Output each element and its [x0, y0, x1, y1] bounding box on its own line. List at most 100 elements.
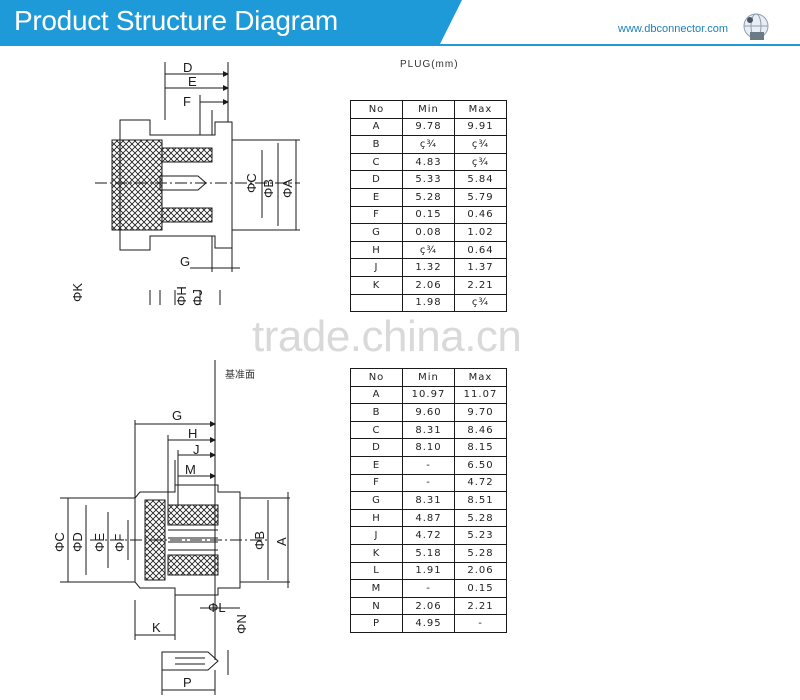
- table-cell: C: [350, 420, 403, 440]
- table-cell: ç¾: [454, 293, 507, 313]
- jack-label-h: H: [188, 426, 197, 441]
- table-cell: 9.60: [402, 403, 455, 422]
- plug-diagram: [95, 62, 300, 305]
- table-cell: F: [350, 473, 403, 493]
- table-cell: 0.15: [454, 579, 507, 598]
- table-cell: 1.37: [454, 258, 507, 277]
- plug-label-phia: ΦA: [280, 179, 295, 198]
- table-cell: 8.15: [454, 438, 507, 457]
- table-cell: C: [350, 152, 403, 172]
- table-cell: 8.10: [402, 438, 455, 457]
- table-cell: 2.06: [402, 596, 455, 616]
- table-cell: 5.23: [454, 526, 507, 545]
- column-header: No: [350, 100, 403, 119]
- table-cell: 2.06: [402, 275, 455, 295]
- table-cell: 0.46: [454, 205, 507, 225]
- table-cell: E: [350, 455, 403, 475]
- table-cell: J: [350, 526, 403, 545]
- table-cell: 4.95: [402, 614, 455, 633]
- table-cell: 5.28: [402, 187, 455, 207]
- table-cell: -: [402, 455, 455, 475]
- column-header: Min: [402, 368, 455, 387]
- table-cell: E: [350, 187, 403, 207]
- jack-label-phic: ΦC: [52, 532, 67, 552]
- table-cell: 2.06: [454, 561, 507, 581]
- plug-label-e: E: [188, 74, 197, 89]
- table-cell: N: [350, 596, 403, 616]
- jack-label-p: P: [183, 675, 192, 690]
- jack-label-phif: ΦF: [112, 534, 127, 552]
- table-cell: 9.91: [454, 117, 507, 137]
- table-cell: 4.72: [454, 473, 507, 493]
- table-cell: 6.50: [454, 455, 507, 475]
- plug-label-phij: ΦJ: [190, 289, 205, 306]
- jack-label-k: K: [152, 620, 161, 635]
- plug-label-f: F: [183, 94, 191, 109]
- table-cell: 2.21: [454, 275, 507, 295]
- table-cell: -: [402, 579, 455, 598]
- table-cell: 5.79: [454, 187, 507, 207]
- page-header: Product Structure Diagram www.dbconnecto…: [0, 0, 800, 52]
- table-cell: 0.64: [454, 240, 507, 260]
- table-row: F-4.72: [350, 473, 507, 493]
- datum-plane-label: 基准面: [225, 370, 255, 381]
- plug-label-phik: ΦK: [70, 283, 85, 302]
- table-cell: 5.33: [402, 170, 455, 189]
- column-header: Max: [454, 368, 507, 387]
- table-cell: 11.07: [454, 385, 507, 405]
- table-cell: 1.98: [402, 293, 455, 313]
- jack-dimension-labels: G H J M ΦC ΦD ΦE ΦF ΦB A ΦL K ΦN P: [52, 408, 289, 690]
- plug-label-phih: ΦH: [174, 286, 189, 306]
- table-cell: 1.02: [454, 223, 507, 242]
- jack-label-phie: ΦE: [92, 533, 107, 552]
- table-row: E-6.50: [350, 455, 507, 475]
- jack-label-m: M: [185, 462, 196, 477]
- table-cell: G: [350, 223, 403, 242]
- table-cell: 8.31: [402, 420, 455, 440]
- plug-label-d: D: [183, 60, 192, 75]
- table-cell: 5.28: [454, 543, 507, 563]
- table-cell: 8.31: [402, 491, 455, 510]
- table-cell: L: [350, 561, 403, 581]
- header-rule: [0, 44, 800, 46]
- table-cell: 0.08: [402, 223, 455, 242]
- table-cell: P: [350, 614, 403, 633]
- table-cell: B: [350, 403, 403, 422]
- website-link[interactable]: www.dbconnector.com: [618, 23, 729, 35]
- table-cell: 0.15: [402, 205, 455, 225]
- jack-label-a: A: [274, 537, 289, 546]
- table-cell: 9.78: [402, 117, 455, 137]
- table-cell: -: [402, 473, 455, 493]
- plug-label-phib: ΦB: [261, 179, 276, 198]
- table-cell: [350, 293, 403, 313]
- table-row: M-0.15: [350, 579, 507, 598]
- plug-label-phic: ΦC: [244, 173, 259, 193]
- table-cell: ç¾: [402, 135, 455, 154]
- plug-unit-label: PLUG(mm): [400, 59, 459, 70]
- table-cell: 4.72: [402, 526, 455, 545]
- table-cell: 5.18: [402, 543, 455, 563]
- column-header: Max: [454, 100, 507, 119]
- table-cell: 8.51: [454, 491, 507, 510]
- table-cell: K: [350, 543, 403, 563]
- table-header-row: No Min Max: [350, 368, 507, 387]
- plug-label-g: G: [180, 254, 190, 269]
